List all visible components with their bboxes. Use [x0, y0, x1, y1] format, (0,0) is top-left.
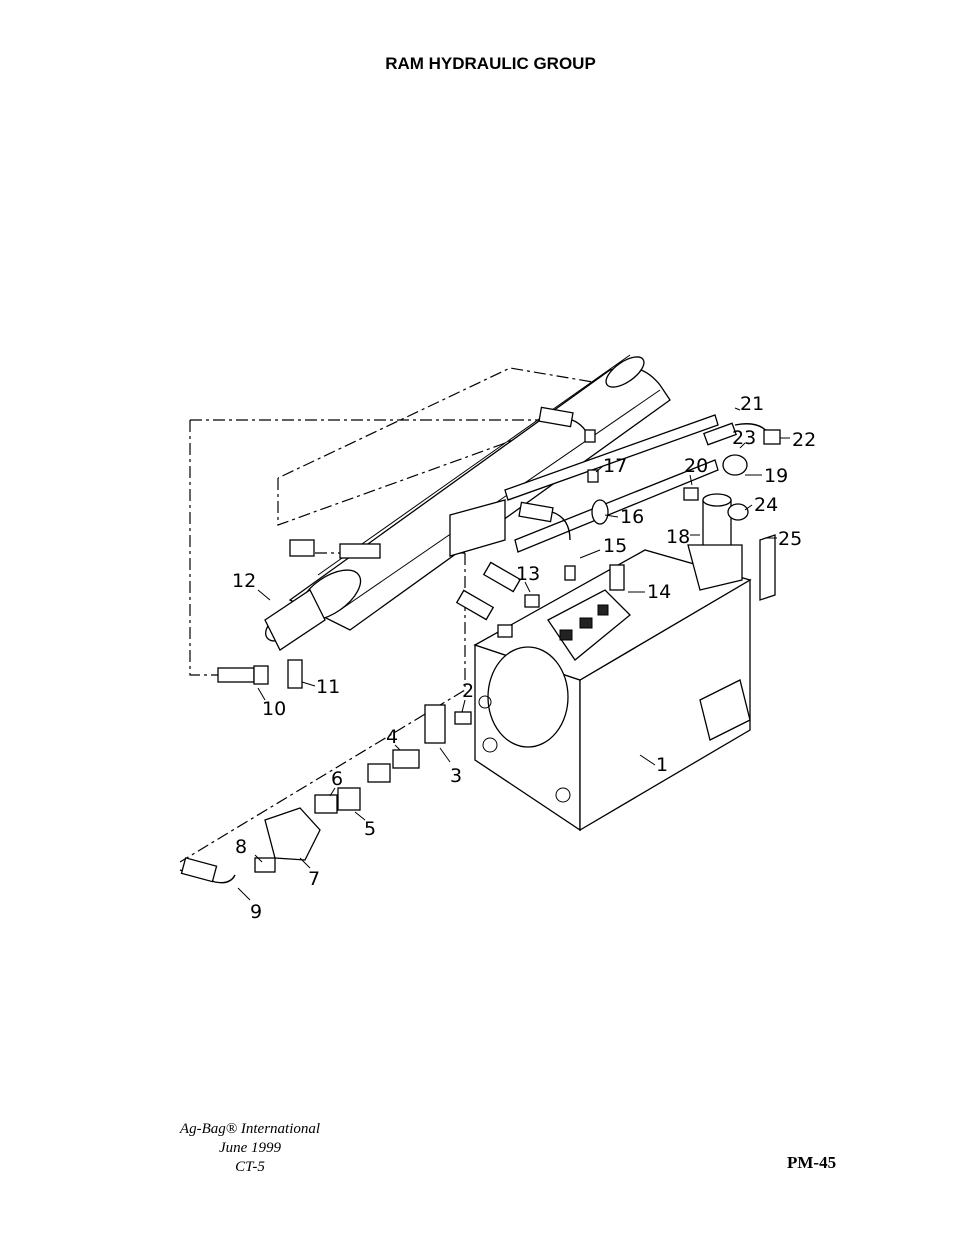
- mounting-brackets: [449, 414, 719, 557]
- callout-13: 13: [516, 563, 540, 585]
- return-hoses: [683, 422, 781, 501]
- footer-company: Ag-Bag® International: [179, 1121, 321, 1137]
- callout-20: 20: [684, 455, 708, 477]
- callout-10: 10: [262, 698, 286, 720]
- callout-12: 12: [232, 570, 256, 592]
- hydraulic-cylinder: [264, 354, 671, 651]
- footer-date: June 1999: [218, 1140, 282, 1156]
- page-title: RAM HYDRAULIC GROUP: [385, 54, 596, 73]
- callout-16: 16: [620, 506, 644, 528]
- callout-5: 5: [364, 818, 376, 840]
- callout-leaders: [237, 407, 790, 901]
- callout-2: 2: [462, 680, 474, 702]
- footer-code: CT-5: [235, 1159, 265, 1175]
- callout-labels: 1 2 3 4 5 6 7 8 9 10 11 12 13 14 15 16 1…: [232, 393, 816, 923]
- control-valve: [547, 564, 631, 661]
- callout-9: 9: [250, 901, 262, 923]
- page-number: PM-45: [787, 1153, 837, 1172]
- filter-assembly: [687, 454, 749, 591]
- callout-8: 8: [235, 836, 247, 858]
- callout-22: 22: [792, 429, 816, 451]
- callout-4: 4: [386, 726, 398, 748]
- callout-3: 3: [450, 765, 462, 787]
- footer-info: Ag-Bag® International June 1999 CT-5: [160, 1120, 340, 1177]
- cylinder-hoses: [217, 406, 609, 689]
- callout-21: 21: [740, 393, 764, 415]
- callout-14: 14: [647, 581, 671, 603]
- callout-11: 11: [316, 676, 340, 698]
- callout-23: 23: [732, 427, 756, 449]
- callout-15: 15: [603, 535, 627, 557]
- callout-19: 19: [764, 465, 788, 487]
- callout-6: 6: [331, 768, 343, 790]
- callout-1: 1: [656, 754, 668, 776]
- callout-18: 18: [666, 526, 690, 548]
- callout-17: 17: [603, 455, 627, 477]
- callout-7: 7: [308, 868, 320, 890]
- callout-24: 24: [754, 494, 778, 516]
- callout-25: 25: [778, 528, 802, 550]
- pump-assembly: [179, 704, 472, 884]
